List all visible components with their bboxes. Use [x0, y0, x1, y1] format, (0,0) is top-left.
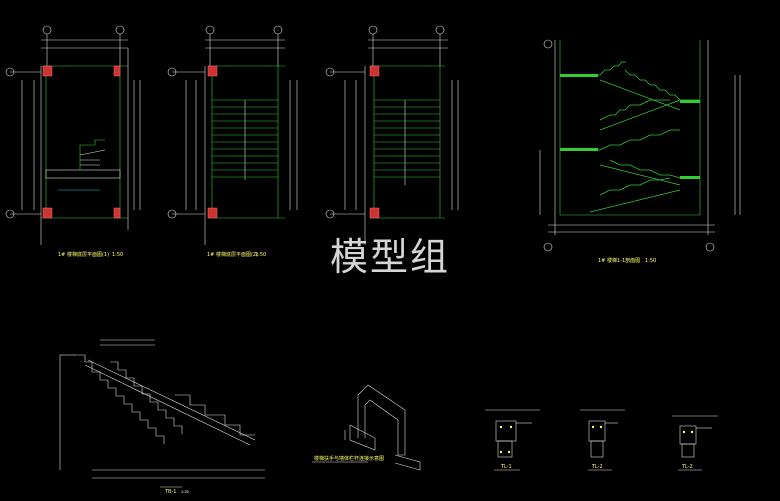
stair-plan-2 [172, 39, 298, 245]
tb1-label: TB-1 [164, 489, 176, 495]
stair-plan-1 [10, 39, 141, 245]
tl3-label: TL-2 [681, 464, 693, 470]
tl2-label: TL-2 [591, 464, 603, 470]
watermark-text: 模型组 [330, 235, 451, 279]
plan-2-columns [207, 65, 218, 219]
tl-rebar [499, 425, 694, 454]
plan-2-scale: 1:50 [255, 252, 266, 258]
section-flights [560, 61, 700, 213]
plan-2-axis-bubbles [167, 25, 283, 219]
plan-1-label: 1# 楼梯底层平面图(1) [58, 251, 109, 258]
plan-3-axis-bubbles [325, 25, 445, 219]
stair-plan-3 [330, 39, 459, 245]
plan-3-stair-treads [374, 99, 440, 178]
tb1-stair-detail [59, 339, 265, 488]
plan-1-scale: 1:50 [112, 252, 123, 258]
railing-connection-detail [312, 384, 421, 471]
plan-3-columns [369, 65, 380, 219]
stair-section-1-1 [539, 39, 741, 252]
plan-2-stair-treads [212, 99, 278, 178]
tl-sections [485, 409, 718, 471]
section-landings [560, 74, 700, 179]
tb1-scale: 1:25 [181, 489, 190, 494]
plan-1-columns [42, 65, 121, 219]
railing-label: 楼梯扶手与墙体栏杆连接示意图 [314, 455, 384, 462]
plan-2-label: 1# 楼梯底层平面图(2) [207, 251, 258, 258]
tl1-label: TL-1 [500, 464, 512, 470]
plan-1-axis-bubbles [5, 25, 125, 219]
section-label: 1# 楼梯1-1剖面图 [598, 257, 640, 264]
section-scale: 1:50 [645, 258, 656, 264]
